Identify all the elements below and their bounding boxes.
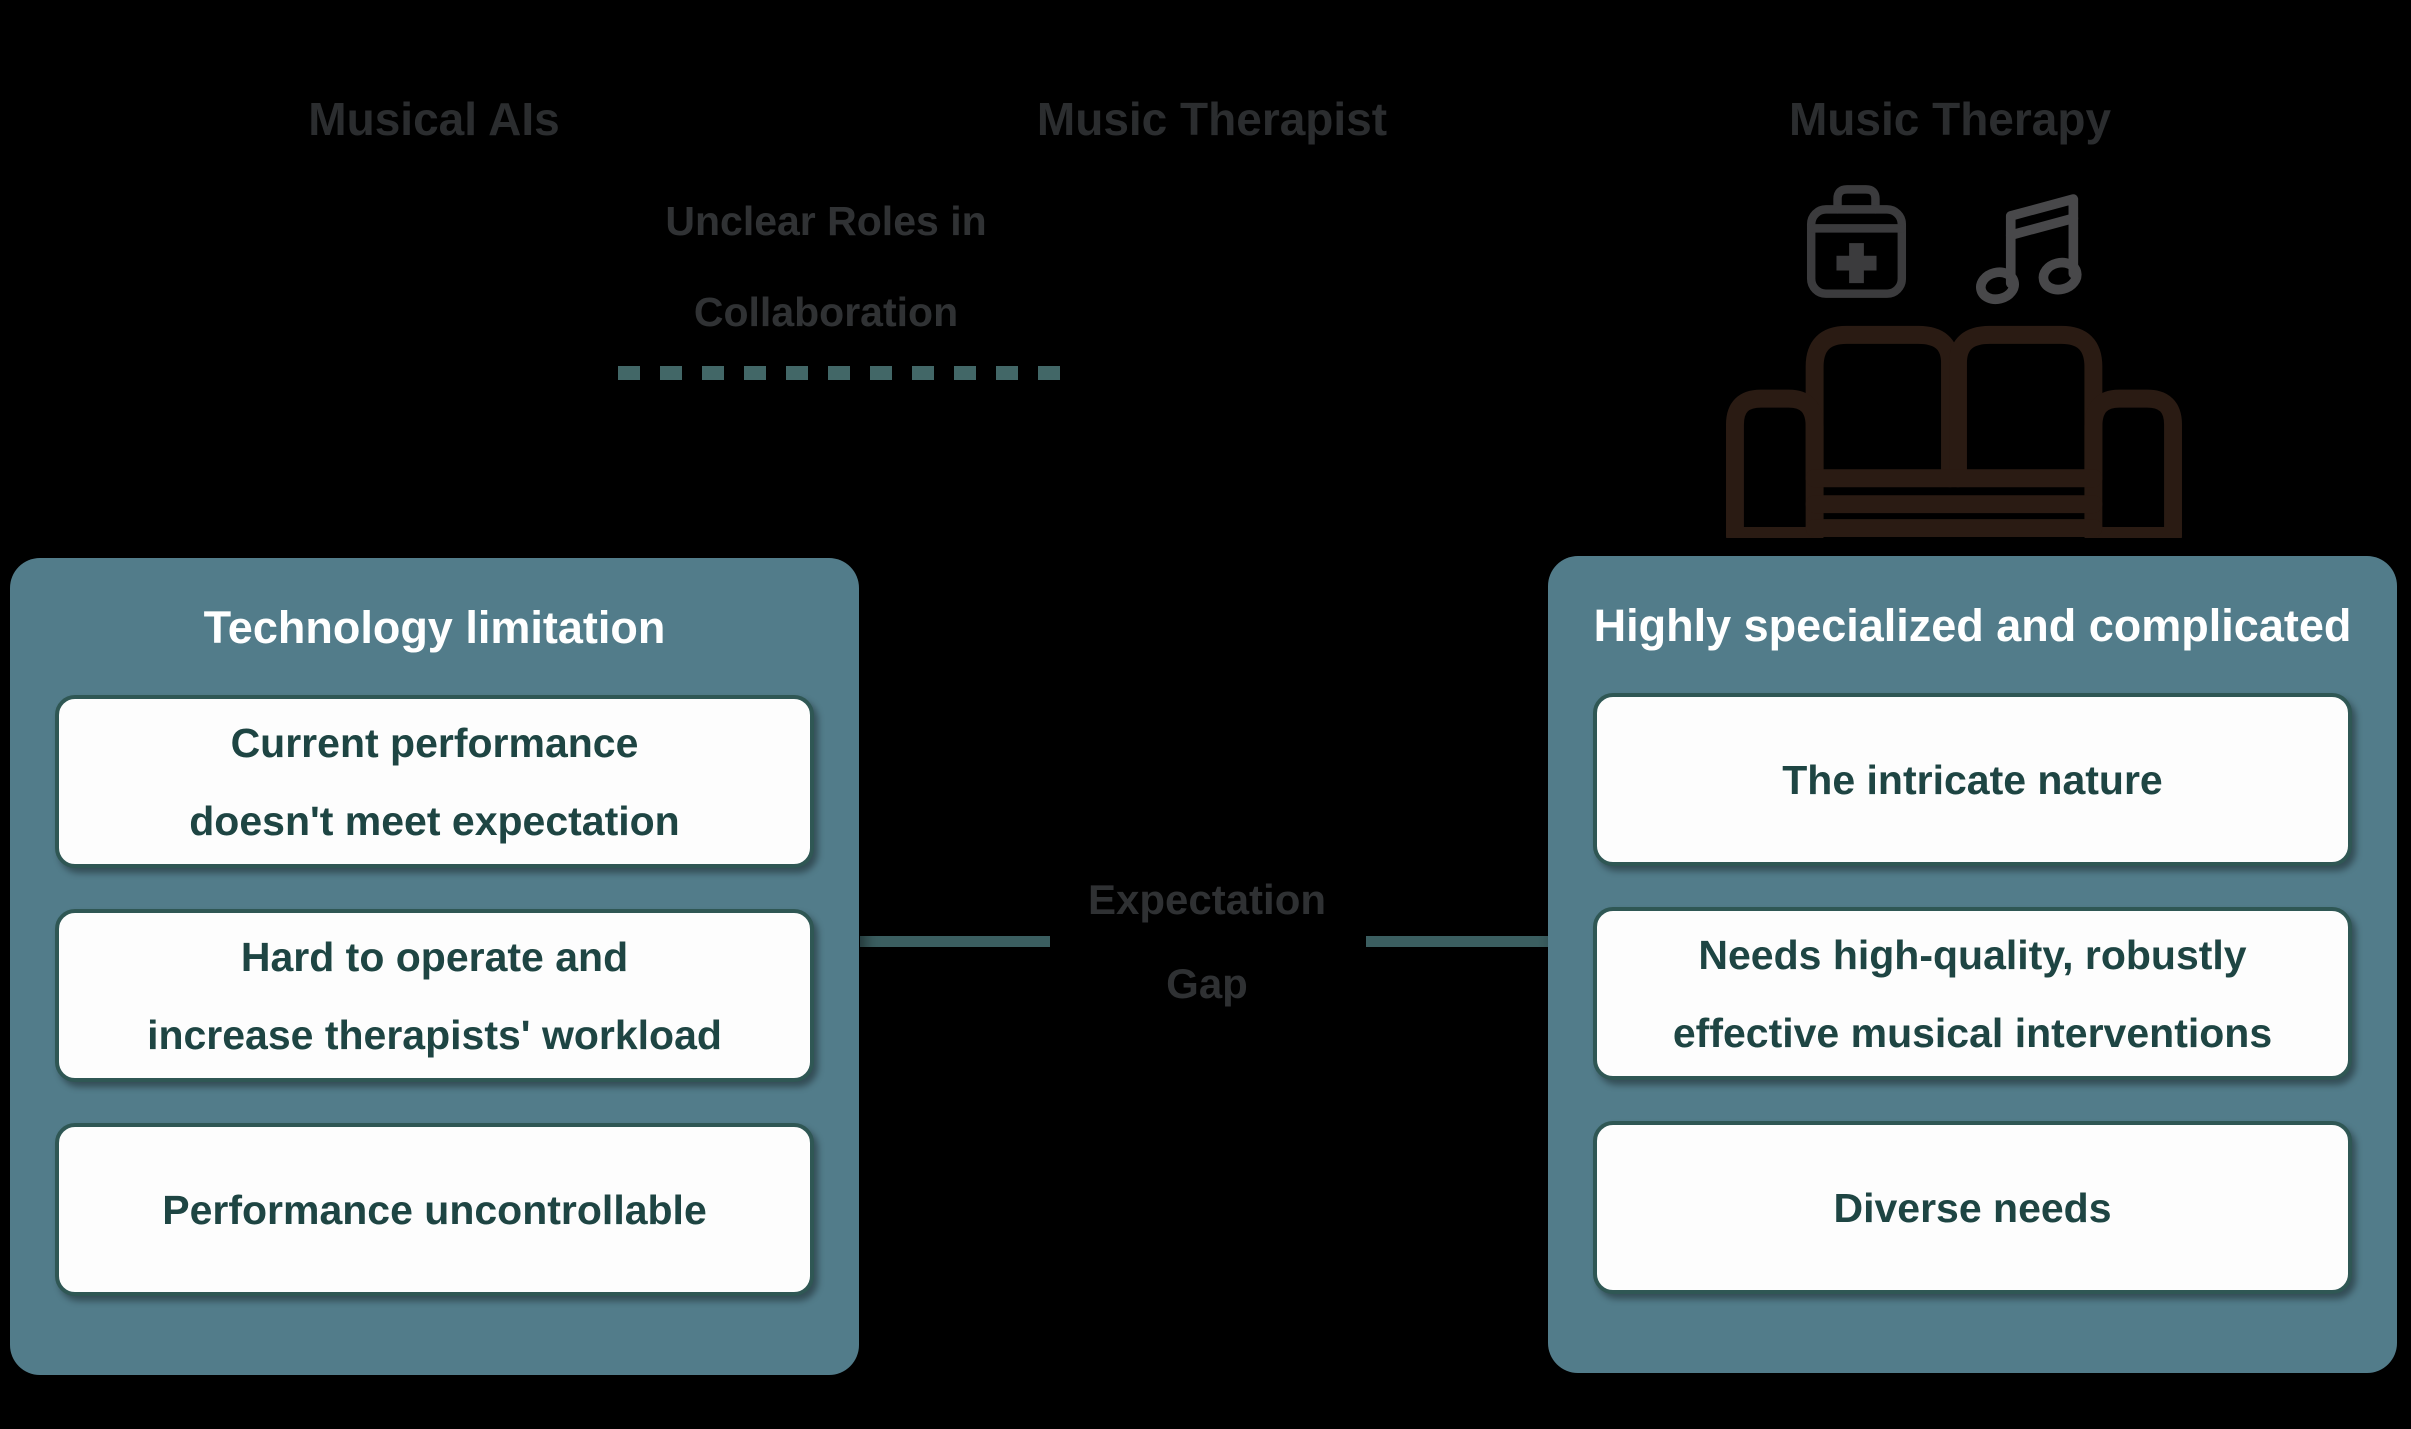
label-musical-ais: Musical AIs	[308, 93, 560, 145]
card-diverse-needs: Diverse needs	[1593, 1121, 2352, 1294]
unclear-roles-line2: Collaboration	[693, 289, 959, 335]
couch-icon	[1726, 325, 2182, 538]
label-music-therapist: Music Therapist	[1036, 93, 1388, 145]
label-music-therapy: Music Therapy	[1788, 93, 2112, 145]
expectation-gap-line-left	[860, 936, 1050, 947]
card-text-line: doesn't meet expectation	[189, 797, 680, 844]
card-text-line: Diverse needs	[1833, 1184, 2112, 1231]
music-note-icon	[1976, 194, 2082, 305]
card-high-quality-interventions: Needs high-quality, robustly effective m…	[1593, 907, 2352, 1080]
card-performance-uncontrollable: Performance uncontrollable	[55, 1123, 814, 1296]
panel-title-technology-limitation: Technology limitation	[203, 602, 666, 653]
card-text-line: Needs high-quality, robustly	[1698, 931, 2247, 978]
card-text-line: The intricate nature	[1782, 756, 2163, 803]
expectation-gap-line1: Expectation	[1087, 876, 1327, 923]
card-hard-to-operate: Hard to operate and increase therapists'…	[55, 909, 814, 1082]
first-aid-kit-icon	[1806, 185, 1907, 298]
unclear-roles-dashed-line	[618, 366, 1070, 380]
panel-music-therapy-complexity: Highly specialized and complicated The i…	[1548, 556, 2397, 1373]
expectation-gap-line2: Gap	[1166, 960, 1248, 1007]
card-text-line: Hard to operate and	[240, 933, 629, 980]
card-text-line: effective musical interventions	[1672, 1009, 2273, 1056]
card-current-performance: Current performance doesn't meet expecta…	[55, 695, 814, 868]
panel-musical-ais-limitations: Technology limitation Current performanc…	[10, 558, 859, 1375]
card-text-line: increase therapists' workload	[147, 1011, 722, 1058]
unclear-roles-line1: Unclear Roles in	[665, 198, 987, 244]
expectation-gap-line-right	[1366, 936, 1548, 947]
panel-title-highly-specialized: Highly specialized and complicated	[1593, 600, 2352, 651]
card-text-line: Performance uncontrollable	[162, 1186, 707, 1233]
card-intricate-nature: The intricate nature	[1593, 693, 2352, 866]
expectation-gap-note: Expectation Gap	[1088, 858, 1326, 1026]
unclear-roles-note: Unclear Roles in Collaboration	[665, 176, 986, 358]
card-text-line: Current performance	[230, 719, 639, 766]
